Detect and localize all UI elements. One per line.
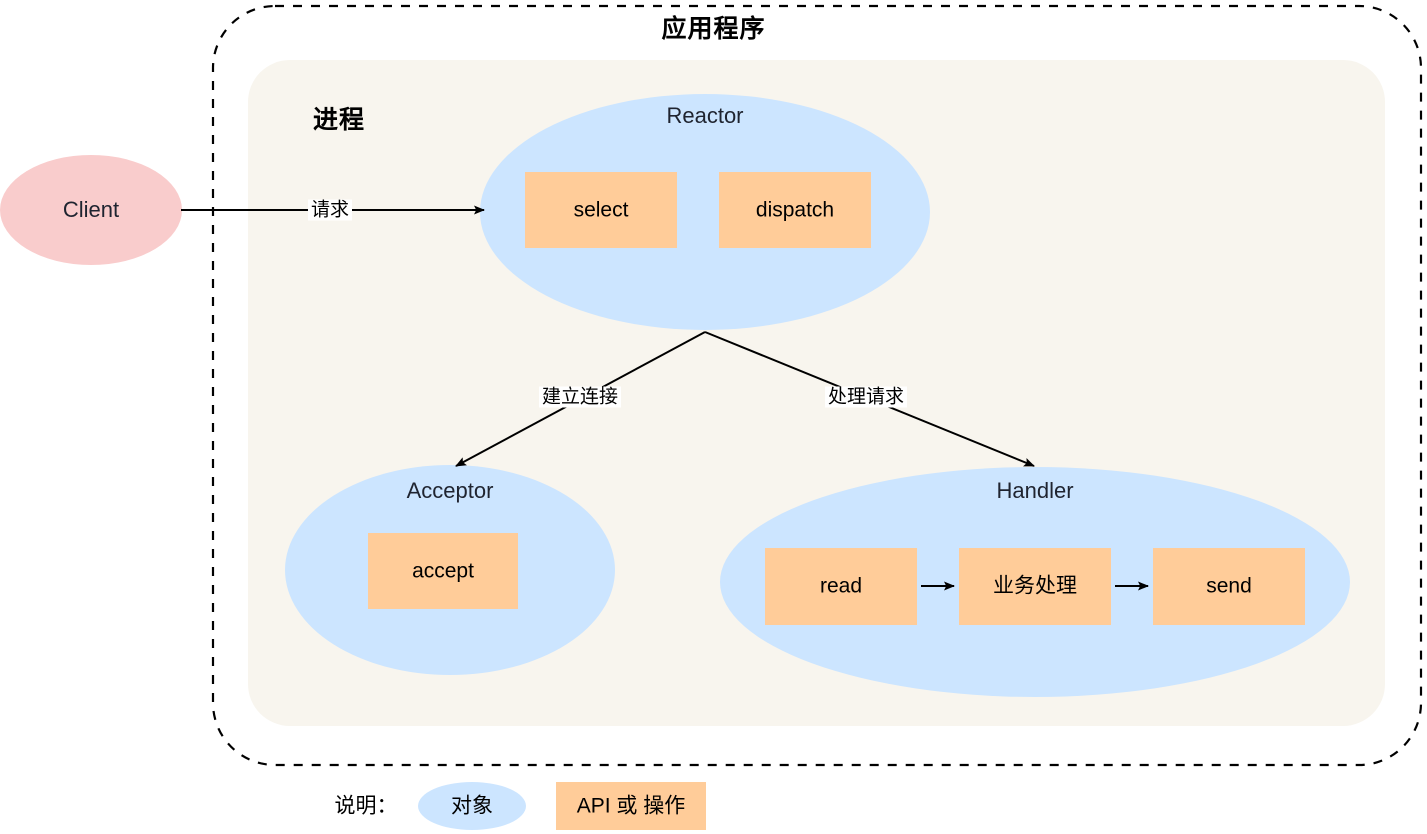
legend-api-label: API 或 操作 — [576, 794, 686, 818]
legend-object-ellipse — [418, 782, 526, 830]
handler-op-send-box — [1153, 548, 1305, 625]
process-container-title: 进程 — [313, 106, 366, 134]
client-label: Client — [62, 197, 120, 222]
acceptor-label: Acceptor — [406, 478, 494, 503]
legend-caption: 说明： — [334, 794, 398, 818]
edge-request-label: 请求 — [307, 199, 353, 221]
reactor-ellipse — [480, 94, 930, 330]
handler-label: Handler — [996, 478, 1074, 503]
acceptor-op-accept-label: accept — [412, 559, 474, 583]
handler-op-send-label: send — [1206, 574, 1252, 598]
reactor-op-select-box — [525, 172, 677, 248]
handler-op-business-label: 业务处理 — [993, 574, 1077, 598]
client-ellipse — [0, 155, 182, 265]
handler-op-read-box — [765, 548, 917, 625]
reactor-op-dispatch-label: dispatch — [755, 198, 835, 222]
legend-object-label: 对象 — [451, 794, 493, 818]
acceptor-op-accept-box — [368, 533, 518, 609]
handler-op-business-box — [959, 548, 1111, 625]
reactor-op-dispatch-box — [719, 172, 871, 248]
handler-op-read-label: read — [819, 574, 863, 598]
edge-establish-connection-label: 建立连接 — [538, 386, 622, 408]
legend-api-box — [556, 782, 706, 830]
application-boundary — [211, 4, 1423, 767]
reactor-label: Reactor — [666, 103, 744, 128]
reactor-op-select-label: select — [573, 198, 629, 222]
application-boundary-title: 应用程序 — [661, 15, 766, 43]
edge-handle-request-label: 处理请求 — [824, 386, 908, 408]
